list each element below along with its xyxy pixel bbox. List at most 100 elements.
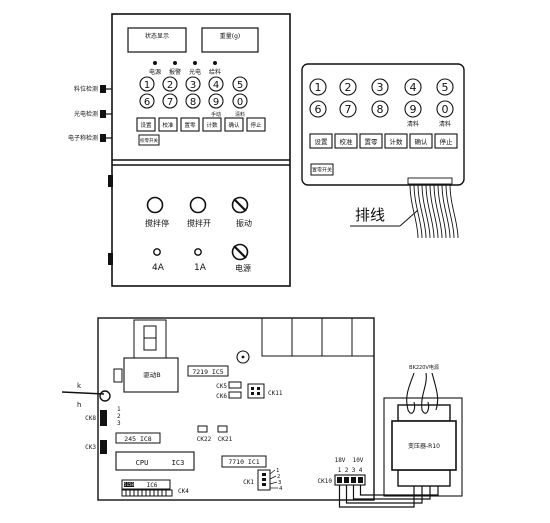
svg-text:9: 9 [213, 97, 219, 108]
keypad-key-2[interactable]: 2 [339, 78, 357, 96]
svg-text:9: 9 [410, 103, 417, 116]
relay-drive [123, 357, 179, 393]
power-switch-knob[interactable] [231, 243, 249, 261]
keypad-func-count[interactable]: 计数 [384, 133, 408, 149]
status-display [127, 27, 187, 53]
cabinet-key-5[interactable]: 5 [232, 76, 248, 92]
membrane-keypad: 1 2 3 4 5 6 7 8 9 0 清料 清料 设置 校准 置零 计数 确认… [301, 63, 465, 239]
cabinet-func-zero[interactable]: 置零 [180, 117, 200, 132]
svg-text:校准: 校准 [162, 121, 174, 129]
board-top-block-3 [321, 317, 353, 357]
keypad-func-stop[interactable]: 停止 [434, 133, 458, 149]
fuse-4a-label: 4A [152, 263, 165, 273]
main-circuit-board: 驱动B 7219 IC5 CK5 CK6 CK11 k h CK8 1 2 [61, 317, 375, 501]
vibration-knob[interactable] [231, 196, 249, 214]
keypad-key-9[interactable]: 9 [404, 100, 422, 118]
svg-text:5: 5 [237, 80, 243, 91]
transformer-mount [383, 397, 463, 497]
chip-ic6 [121, 479, 171, 490]
transformer-input-leads [406, 372, 439, 414]
keypad-zero-switch-button[interactable]: 置零开关 [310, 163, 334, 176]
svg-text:8: 8 [190, 97, 196, 108]
status-display-label: 状态显示 [145, 32, 169, 40]
cabinet-key-1[interactable]: 1 [139, 76, 155, 92]
keypad-func-confirm[interactable]: 确认 [409, 133, 433, 149]
svg-text:6: 6 [144, 97, 150, 108]
connector-ck1-pin-2: 2 [277, 474, 280, 480]
terminal-ck10-pin-4: 4 [359, 467, 363, 474]
vibration-label: 振动 [236, 218, 252, 228]
svg-text:设置: 设置 [140, 121, 152, 129]
indicator-label-power: 电源 [149, 68, 161, 76]
svg-text:停止: 停止 [440, 137, 454, 146]
cabinet-key-6[interactable]: 6 [139, 93, 155, 109]
connector-ck11-label: CK11 [268, 390, 283, 397]
keypad-func-calibrate[interactable]: 校准 [334, 133, 358, 149]
cabinet-func-calibrate[interactable]: 校准 [158, 117, 178, 132]
chip-ic6-chip-code: 5158 [124, 482, 134, 487]
chip-ic5-label: 7219 IC5 [192, 368, 223, 376]
ribbon-cable [407, 177, 459, 239]
keypad-key-6[interactable]: 6 [309, 100, 327, 118]
led-power [153, 61, 157, 65]
cabinet-func-count[interactable]: 计数 [202, 117, 222, 132]
svg-text:置零: 置零 [184, 122, 196, 129]
cabinet-key-0[interactable]: 0 [232, 93, 248, 109]
board-top-block-4 [351, 317, 375, 357]
side-connector-level: 料位检测 [74, 85, 112, 93]
keypad-func-zero[interactable]: 置零 [359, 133, 383, 149]
hinge-top [108, 175, 113, 187]
keypad-key-4[interactable]: 4 [404, 78, 422, 96]
cabinet-func-set[interactable]: 设置 [136, 117, 156, 132]
keypad-key-1[interactable]: 1 [309, 78, 327, 96]
svg-text:3: 3 [377, 81, 384, 94]
cable-label-h: h [77, 401, 81, 409]
chip-ic8-label: 245 IC8 [124, 435, 151, 443]
svg-text:5: 5 [442, 81, 449, 94]
keypad-func-set[interactable]: 设置 [309, 133, 333, 149]
led-feed [213, 61, 217, 65]
chip-ic8 [115, 432, 161, 444]
indicator-label-photo: 光电 [189, 68, 201, 76]
svg-text:校零开关: 校零开关 [140, 137, 158, 144]
cabinet-func-confirm[interactable]: 确认 [224, 117, 244, 132]
terminal-ck10-pin-1: 1 [338, 467, 342, 474]
external-cable [61, 391, 105, 395]
side-connector-photo: 光电检测 [74, 110, 112, 118]
buzzer [236, 350, 250, 364]
keypad-key-5[interactable]: 5 [436, 78, 454, 96]
cabinet-func-stop[interactable]: 停止 [246, 117, 266, 132]
chip-ic1-label: 7710 IC1 [228, 458, 259, 466]
connector-ck1-label: CK1 [243, 479, 254, 486]
transformer-body-label: 变压器-R10 [408, 442, 440, 450]
indicator-label-alarm: 报警 [169, 68, 181, 76]
connector-ck22 [197, 425, 208, 433]
keypad-key-0[interactable]: 0 [436, 100, 454, 118]
keypad-key-7[interactable]: 7 [339, 100, 357, 118]
connector-ck22-label: CK22 [197, 436, 212, 443]
chip-ic3-label: IC3 [172, 459, 185, 467]
terminal-ck10-label: CK10 [318, 478, 333, 485]
connector-ck1 [257, 469, 271, 491]
cabinet-key-7[interactable]: 7 [162, 93, 178, 109]
svg-text:0: 0 [237, 97, 243, 108]
connector-ck6 [228, 391, 242, 399]
connector-ck1-pin-3: 3 [278, 480, 281, 486]
stir-start-button[interactable] [189, 196, 207, 214]
cabinet-key-8[interactable]: 8 [185, 93, 201, 109]
cabinet-zero-switch-button[interactable]: 校零开关 [138, 134, 160, 146]
stir-stop-button[interactable] [146, 196, 164, 214]
svg-text:电子称检测: 电子称检测 [68, 134, 98, 142]
cabinet-key-2[interactable]: 2 [162, 76, 178, 92]
svg-text:置零开关: 置零开关 [312, 167, 332, 174]
cabinet-key-3[interactable]: 3 [185, 76, 201, 92]
keypad-key-8[interactable]: 8 [371, 100, 389, 118]
connector-ck4-label: CK4 [178, 488, 189, 495]
cabinet-key-4[interactable]: 4 [208, 76, 224, 92]
keypad-small-label-b: 清料 [439, 120, 451, 128]
keypad-key-3[interactable]: 3 [371, 78, 389, 96]
cabinet-key-9[interactable]: 9 [208, 93, 224, 109]
svg-text:2: 2 [345, 81, 352, 94]
weight-display [201, 27, 259, 53]
